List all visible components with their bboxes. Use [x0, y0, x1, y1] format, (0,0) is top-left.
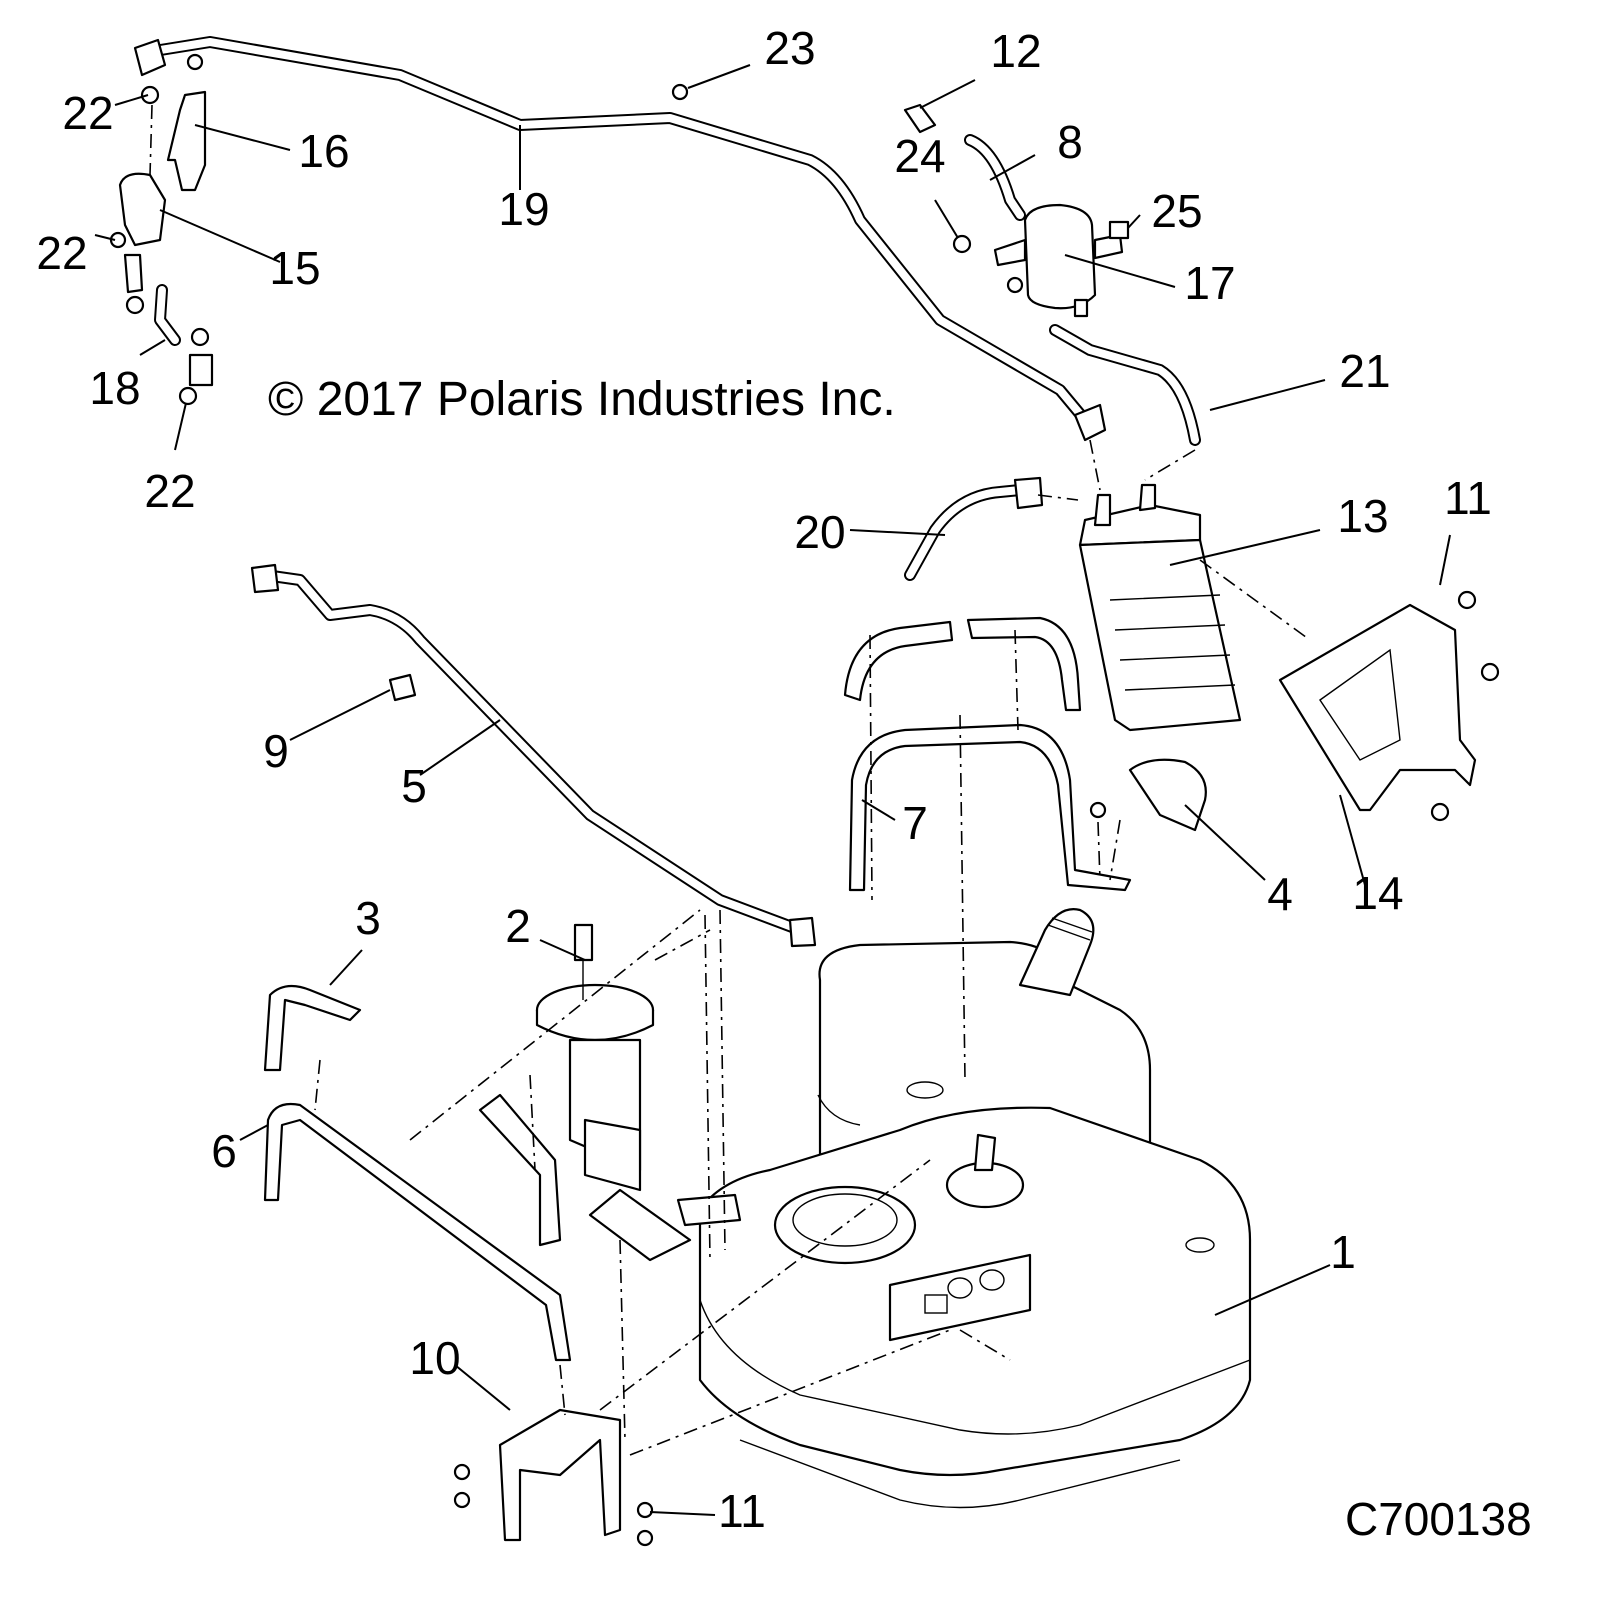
callout-25: 25	[1151, 185, 1202, 237]
clip-9-illustration	[388, 673, 417, 702]
valve-15-illustration	[118, 172, 167, 247]
fitting-12-illustration	[903, 103, 937, 134]
valve-17-illustration	[952, 203, 1124, 318]
callout-11b: 11	[718, 1485, 766, 1537]
callout-labels: 1 2 3 4 5 6 7 8 9 10 11 11 12 13 14 15 1…	[36, 22, 1491, 1537]
clamp-4-illustration	[1128, 758, 1207, 832]
leader-lines	[94, 64, 1451, 1516]
copyright-notice: © 2017 Polaris Industries Inc.	[268, 373, 896, 426]
callout-19: 19	[498, 183, 549, 235]
callout-13: 13	[1337, 490, 1388, 542]
callout-8: 8	[1057, 116, 1083, 168]
callout-16: 16	[298, 125, 349, 177]
callout-18: 18	[89, 362, 140, 414]
strap-pad-top-right-illustration	[966, 616, 1082, 712]
callout-24: 24	[894, 130, 945, 182]
hose-19-illustration	[142, 36, 1091, 426]
fuel-tank-illustration	[698, 908, 1252, 1509]
bracket-10-illustration	[498, 1408, 622, 1542]
callout-6: 6	[211, 1125, 237, 1177]
strap-pad-3-illustration	[263, 984, 362, 1072]
callout-3: 3	[355, 892, 381, 944]
callout-22b: 22	[36, 227, 87, 279]
strap-7-illustration	[848, 723, 1132, 892]
callout-14: 14	[1352, 867, 1403, 919]
callout-9: 9	[263, 725, 289, 777]
bracket-16-illustration	[166, 90, 207, 192]
strap-6-illustration	[263, 1102, 572, 1362]
fuel-pump-illustration	[535, 923, 692, 1262]
strap-pad-illustration	[478, 1093, 562, 1247]
callout-2: 2	[505, 900, 531, 952]
callout-7: 7	[902, 797, 928, 849]
callout-22a: 22	[62, 87, 113, 139]
callout-15: 15	[269, 242, 320, 294]
charcoal-canister-illustration	[1078, 483, 1242, 732]
callout-11a: 11	[1444, 472, 1492, 524]
drawing-number: C700138	[1345, 1493, 1532, 1545]
callout-21: 21	[1339, 345, 1390, 397]
assembly-lines	[149, 104, 1311, 1456]
callout-4: 4	[1267, 868, 1293, 920]
fitting-23-illustration	[671, 83, 689, 101]
callout-17: 17	[1184, 257, 1235, 309]
clip-25-illustration	[1108, 220, 1130, 240]
callout-23: 23	[764, 22, 815, 74]
callout-12: 12	[990, 25, 1041, 77]
bracket-14-illustration	[1278, 603, 1477, 812]
callout-1: 1	[1330, 1226, 1356, 1278]
callout-5: 5	[401, 760, 427, 812]
callout-10: 10	[409, 1332, 460, 1384]
callout-22c: 22	[144, 465, 195, 517]
callout-20: 20	[794, 506, 845, 558]
strap-pad-top-left-illustration	[843, 620, 954, 702]
